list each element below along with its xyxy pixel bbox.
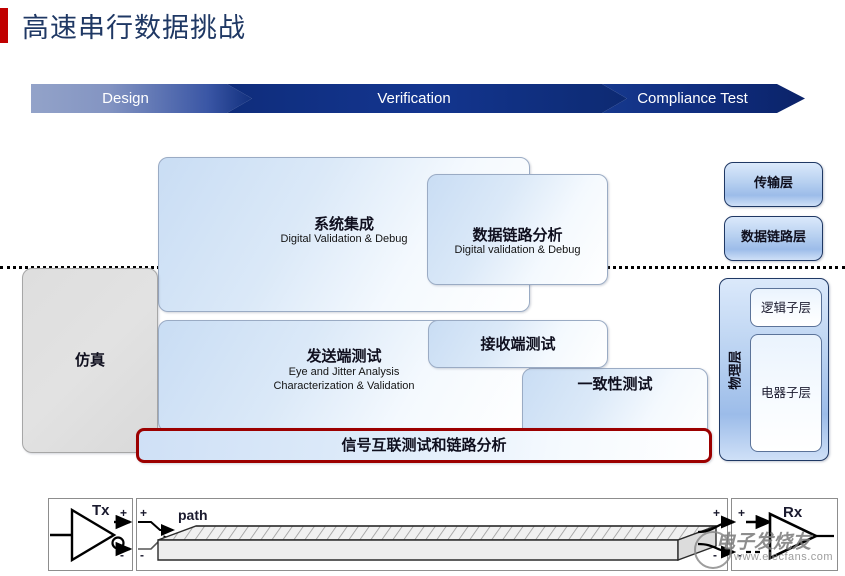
box-simulation[interactable]: 仿真 (22, 268, 158, 453)
schematic-path-right-minus-sign: - (713, 548, 717, 562)
phase-label-compliance-test: Compliance Test (637, 90, 748, 107)
schematic-rx-plus-sign: + (738, 506, 746, 520)
box-data-link-analysis[interactable]: 数据链路分析 Digital validation & Debug (427, 174, 608, 285)
box-transmitter-test-title: 发送端测试 (306, 347, 382, 365)
schematic-rx-minus-sign: - (738, 548, 742, 562)
layer-physical-label: 物理层 (727, 350, 743, 391)
layer-physical-label-wrap: 物理层 (723, 279, 749, 462)
layer-transport[interactable]: 传输层 (724, 162, 823, 207)
box-signal-interconnect-test-title: 信号互联测试和链路分析 (341, 436, 507, 455)
phase-segment-verification[interactable]: Verification (227, 84, 627, 113)
title-accent-bar (0, 8, 8, 43)
schematic-drawing (50, 507, 834, 563)
schematic-tx-plus-sign: + (120, 506, 128, 520)
box-simulation-title: 仿真 (74, 351, 105, 370)
sublayer-electrical[interactable]: 电器子层 (750, 334, 822, 452)
box-signal-interconnect-test[interactable]: 信号互联测试和链路分析 (136, 428, 712, 463)
phase-label-verification: Verification (377, 90, 451, 107)
schematic-rx-label: Rx (783, 504, 803, 521)
schematic-path-left-minus-sign: - (140, 548, 144, 562)
schematic-path-label: path (178, 507, 208, 523)
phase-label-design: Design (102, 90, 149, 107)
schematic-path-left-plus-sign: + (140, 506, 148, 520)
box-transmitter-test-subtitle-1: Eye and Jitter Analysis (288, 365, 400, 378)
box-system-integration-title: 系统集成 (313, 214, 374, 233)
box-system-integration-subtitle: Digital Validation & Debug (280, 233, 408, 246)
layer-data-link-label: 数据链路层 (740, 230, 806, 246)
sublayer-logic-label: 逻辑子层 (760, 299, 811, 315)
link-schematic: Tx Rx path + - + - + - + - (48, 498, 838, 571)
schematic-path-right-plus-sign: + (713, 506, 721, 520)
box-receiver-test[interactable]: 接收端测试 (428, 320, 608, 368)
box-data-link-analysis-title: 数据链路分析 (472, 225, 563, 244)
layer-physical[interactable]: 物理层 逻辑子层 电器子层 (719, 278, 829, 461)
schematic-tx-minus-sign: - (120, 548, 124, 562)
layer-transport-label: 传输层 (753, 176, 793, 192)
phase-segment-compliance-test[interactable]: Compliance Test (602, 84, 805, 113)
sublayer-logic[interactable]: 逻辑子层 (750, 288, 822, 327)
box-transmitter-test-subtitle-2: Characterization & Validation (273, 379, 415, 392)
phase-segment-design[interactable]: Design (31, 84, 252, 113)
box-compliance-test-title: 一致性测试 (577, 375, 653, 393)
page-title: 高速串行数据挑战 (22, 13, 246, 44)
schematic-tx-label: Tx (92, 502, 110, 519)
box-data-link-analysis-subtitle: Digital validation & Debug (454, 244, 581, 257)
sublayer-electrical-label: 电器子层 (760, 385, 811, 401)
box-receiver-test-title: 接收端测试 (480, 334, 556, 353)
layer-data-link[interactable]: 数据链路层 (724, 216, 823, 261)
phase-banner: Design Verification Compliance Test (31, 84, 805, 113)
